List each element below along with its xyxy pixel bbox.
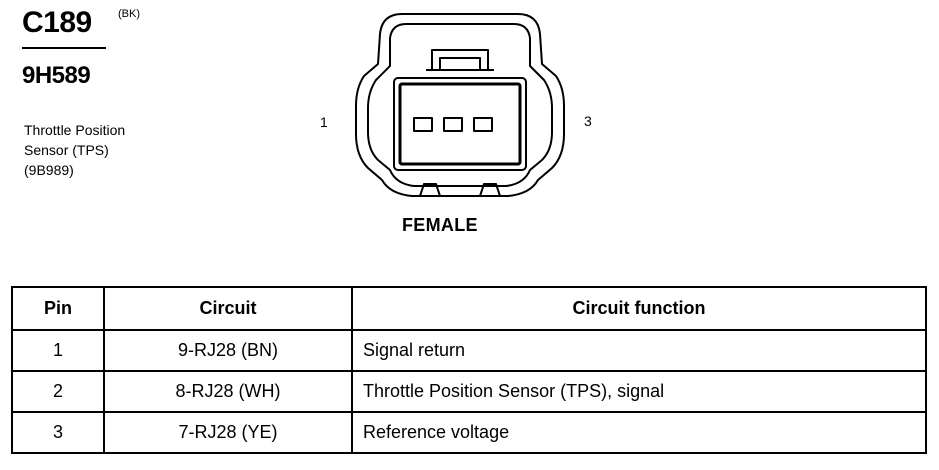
terminal-cavity-2 <box>443 117 463 132</box>
connector-id: C189 <box>22 6 92 39</box>
connector-housing-outer <box>355 13 565 197</box>
header-pin: Pin <box>11 286 105 331</box>
terminal-block-outer <box>393 77 527 171</box>
pin-circuit-table: Pin Circuit Circuit function 1 9-RJ28 (B… <box>11 286 927 454</box>
pin-cell: 1 <box>11 329 105 372</box>
table-row: 3 7-RJ28 (YE) Reference voltage <box>11 411 927 454</box>
pin-3-label: 3 <box>584 113 592 129</box>
circuit-cell: 9-RJ28 (BN) <box>103 329 353 372</box>
header-circuit-function: Circuit function <box>351 286 927 331</box>
terminal-cavity-3 <box>473 117 493 132</box>
connector-face-diagram <box>355 13 565 197</box>
terminal-block-inner <box>398 82 522 166</box>
pin-1-label: 1 <box>320 114 328 130</box>
function-cell: Signal return <box>351 329 927 372</box>
connector-housing-inner <box>367 23 553 187</box>
description-line: (9B989) <box>24 162 74 178</box>
table-row: 2 8-RJ28 (WH) Throttle Position Sensor (… <box>11 370 927 413</box>
pin-cell: 2 <box>11 370 105 413</box>
pin-cell: 3 <box>11 411 105 454</box>
part-number: 9H589 <box>22 62 91 89</box>
circuit-cell: 8-RJ28 (WH) <box>103 370 353 413</box>
keying-notch <box>419 183 441 197</box>
description-line: Throttle Position <box>24 122 126 138</box>
title-underline <box>22 47 106 49</box>
circuit-cell: 7-RJ28 (YE) <box>103 411 353 454</box>
description-line: Sensor (TPS) <box>24 142 109 158</box>
terminal-cavity-1 <box>413 117 433 132</box>
connector-gender-label: FEMALE <box>402 215 478 235</box>
function-cell: Throttle Position Sensor (TPS), signal <box>351 370 927 413</box>
table-header-row: Pin Circuit Circuit function <box>11 286 927 331</box>
locking-tab <box>431 49 489 70</box>
header-circuit: Circuit <box>103 286 353 331</box>
table-row: 1 9-RJ28 (BN) Signal return <box>11 329 927 372</box>
function-cell: Reference voltage <box>351 411 927 454</box>
component-description: Throttle Position Sensor (TPS) (9B989) <box>24 120 125 180</box>
connector-color-code: (BK) <box>118 8 140 20</box>
